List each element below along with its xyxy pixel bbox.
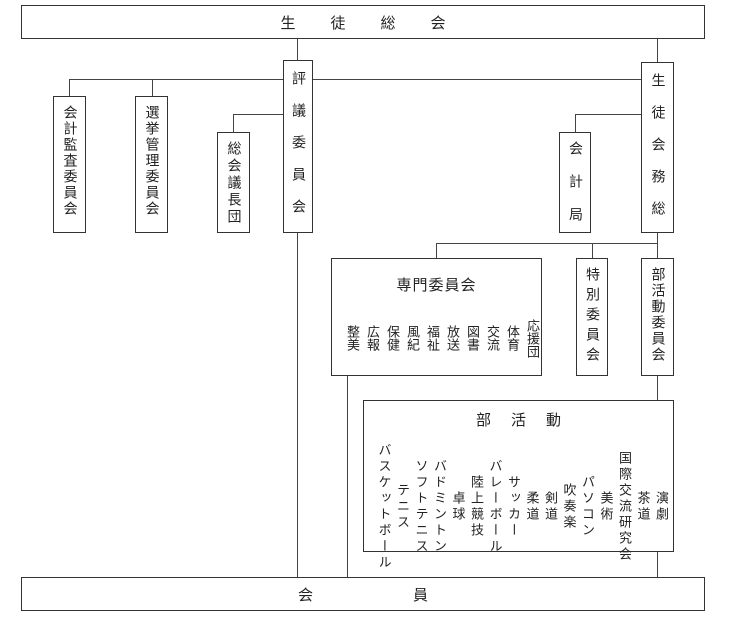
seito-sokai-label: 生徒総会: [280, 13, 481, 32]
line-to-senmon: [436, 243, 437, 258]
bukatsu-item-5: 吹奏楽: [560, 483, 576, 531]
kaikei-kyoku-box: 会計局: [559, 132, 591, 240]
bukatsu-item-9: バレーボール: [486, 459, 502, 555]
sokai-gicho-box: 総会議長団: [217, 132, 250, 233]
senmon-box: 専門委員会 整美広報保健風紀福祉放送図書交流体育応援団: [331, 258, 542, 376]
tokubetsu-box: 特別委員会: [576, 258, 608, 376]
line-to-sokai-gicho-h: [233, 114, 283, 115]
kaikei-kyoku-label: 会計局: [560, 141, 590, 240]
sokai-gicho-label-text: 総会議長団: [225, 141, 242, 226]
bukatsu-item-10: 陸上競技: [468, 475, 483, 539]
line-to-kaikei-kansa: [69, 79, 70, 96]
bukatsu-iinkai-label: 部活動委員会: [642, 267, 673, 363]
bukatsu-item-2: 国際交流研究会: [616, 451, 631, 563]
bukatsu-item-4: パソコン: [579, 475, 594, 539]
bukatsu-item-15: バスケットボール: [375, 443, 391, 571]
bukatsu-item-3: 美術: [597, 491, 613, 523]
kaiin-label: 会員: [297, 585, 528, 604]
sokai-gicho-label: 総会議長団: [218, 141, 249, 226]
senmon-item-5: 放送: [444, 325, 459, 351]
bukatsu-box: 部活動 演劇茶道国際交流研究会美術パソコン吹奏楽剣道柔道サッカーバレーボール陸上…: [363, 400, 674, 571]
bukatsu-iinkai-box: 部活動委員会: [641, 258, 674, 376]
senmon-item-2: 保健: [384, 325, 399, 351]
kaikei-kyoku-label-text: 会計局: [567, 141, 583, 240]
seito-jimu-label: 生徒会務総: [642, 73, 673, 233]
bukatsu-item-13: ソフトテニス: [412, 459, 428, 555]
hyogi-label: 評議委員会: [284, 71, 312, 231]
bukatsu-item-11: 卓球: [449, 491, 465, 523]
line-bukatsu-to-bottom: [657, 552, 658, 578]
bukatsu-title: 部活動: [475, 411, 581, 429]
kaikei-kansa-label-text: 会計監査委員会: [61, 105, 78, 217]
line-to-sokai-gicho-v: [233, 114, 234, 132]
bukatsu-item-7: 柔道: [523, 491, 539, 523]
bukatsu-item-8: サッカー: [505, 475, 520, 539]
seito-jimu-label-text: 生徒会務総: [649, 73, 666, 233]
hyogi-label-text: 評議委員会: [290, 71, 306, 231]
line-to-kaikei-kyoku-h: [575, 114, 641, 115]
senmon-item-1: 広報: [364, 325, 379, 351]
bukatsu-item-12: バドミントン: [431, 459, 446, 555]
senkyo-label: 選挙管理委員会: [136, 105, 167, 217]
line-to-kaikei-kyoku-v: [575, 114, 576, 132]
kaikei-kansa-box: 会計監査委員会: [53, 96, 86, 233]
tokubetsu-label: 特別委員会: [577, 267, 607, 367]
seito-jimu-box: 生徒会務総: [641, 62, 674, 233]
line-to-bukatsu-iinkai: [657, 243, 658, 258]
senmon-title: 専門委員会: [396, 276, 477, 294]
seito-sokai-box: 生徒総会: [21, 5, 705, 39]
bukatsu-item-6: 剣道: [542, 491, 557, 523]
senkyo-label-text: 選挙管理委員会: [143, 105, 160, 217]
line-hyogi-to-seito: [313, 79, 641, 80]
senmon-item-3: 風紀: [404, 325, 419, 351]
kaiin-box: 会員: [21, 577, 705, 611]
line-seito-down: [657, 232, 658, 244]
senmon-columns: 整美広報保健風紀福祉放送図書交流体育応援団: [341, 307, 539, 369]
senmon-item-4: 福祉: [424, 325, 439, 351]
kaikei-kansa-label: 会計監査委員会: [54, 105, 85, 217]
senmon-item-0: 整美: [344, 325, 359, 351]
line-to-tokubetsu: [592, 243, 593, 258]
line-hyogi-to-bottom: [297, 232, 298, 578]
bukatsu-item-14: テニス: [394, 483, 409, 531]
line-top-to-seito: [657, 38, 658, 62]
line-branch-lower: [436, 243, 658, 244]
senmon-item-7: 交流: [484, 325, 499, 351]
bukatsu-iinkai-label-text: 部活動委員会: [649, 267, 666, 363]
line-senmon-to-bottom: [347, 375, 348, 578]
senmon-item-8: 体育: [504, 325, 519, 351]
hyogi-box: 評議委員会: [283, 60, 313, 233]
line-top-to-hyogi: [297, 38, 298, 60]
bukatsu-columns: 演劇茶道国際交流研究会美術パソコン吹奏楽剣道柔道サッカーバレーボール陸上競技卓球…: [373, 443, 669, 571]
line-bukatsu-iinkai-to-bukatsu: [657, 375, 658, 400]
bukatsu-item-1: 茶道: [634, 491, 650, 523]
senmon-item-9: 応援団: [524, 318, 539, 358]
senkyo-box: 選挙管理委員会: [135, 96, 168, 233]
line-to-senkyo: [152, 79, 153, 96]
bukatsu-item-0: 演劇: [653, 491, 668, 523]
line-left-committees: [69, 79, 283, 80]
tokubetsu-label-text: 特別委員会: [584, 267, 600, 367]
senmon-item-6: 図書: [464, 325, 479, 351]
